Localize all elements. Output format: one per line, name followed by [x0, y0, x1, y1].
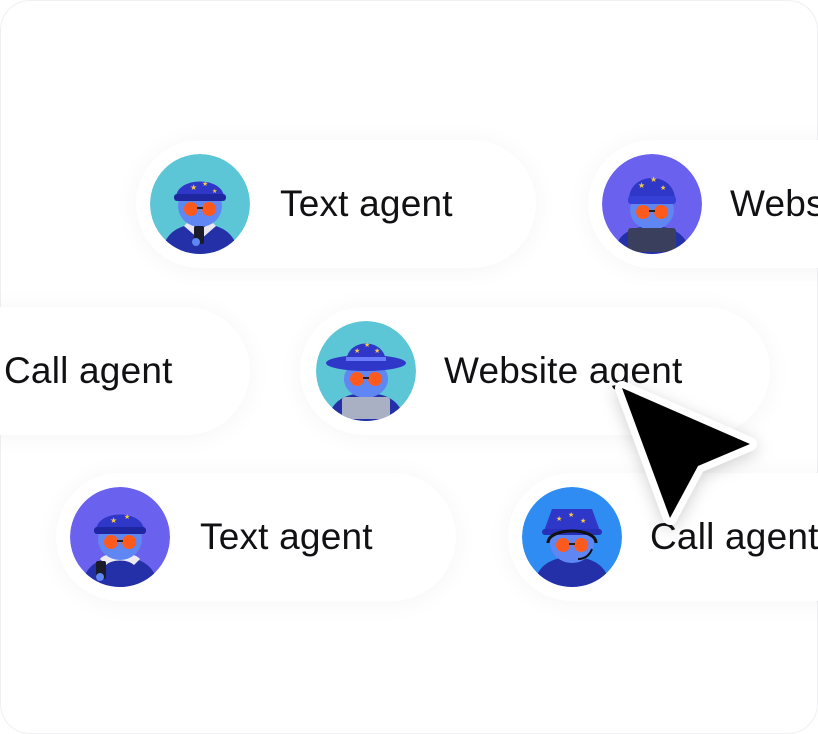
agent-chip-label: Text agent [200, 516, 373, 557]
svg-text:★: ★ [568, 511, 574, 519]
svg-text:★: ★ [580, 517, 586, 525]
arrow-pointer-icon [608, 378, 768, 528]
agent-avatar-cap-purple-icon: ★ ★ [70, 487, 170, 587]
agent-chip-call-agent[interactable]: Call agent [0, 307, 250, 435]
svg-text:★: ★ [638, 181, 645, 190]
agent-chip-text-agent[interactable]: ★ ★ ★ Text agent [136, 140, 536, 268]
agent-chip-website-agent[interactable]: ★ ★ ★ Website agent [588, 140, 818, 268]
agent-chip-call-agent-lower[interactable]: ★ ★ ★ Call agent [508, 473, 818, 601]
svg-text:★: ★ [374, 347, 380, 355]
svg-text:★: ★ [660, 184, 666, 192]
svg-text:★: ★ [212, 188, 217, 195]
svg-text:★: ★ [110, 516, 117, 525]
agent-avatar-cowboy-hat-icon: ★ ★ ★ [316, 321, 416, 421]
agent-chip-label: Website agent [444, 350, 683, 391]
agent-chip-label: Text agent [280, 183, 453, 224]
svg-text:★: ★ [354, 347, 360, 355]
agent-chip-label: Website agent [730, 183, 818, 224]
svg-text:★: ★ [364, 341, 370, 349]
svg-text:★: ★ [650, 175, 657, 184]
svg-text:★: ★ [556, 515, 562, 523]
agent-chip-label: Call agent [650, 516, 818, 557]
svg-text:★: ★ [190, 183, 197, 192]
agent-avatar-bucket-hat-icon: ★ ★ ★ [522, 487, 622, 587]
agent-avatar-beanie-icon: ★ ★ ★ [602, 154, 702, 254]
svg-text:★: ★ [202, 180, 208, 188]
agent-chip-text-agent-lower[interactable]: ★ ★ Text agent [56, 473, 456, 601]
agent-chip-label: Call agent [4, 350, 173, 391]
svg-text:★: ★ [124, 513, 130, 521]
agent-avatar-cap-icon: ★ ★ ★ [150, 154, 250, 254]
